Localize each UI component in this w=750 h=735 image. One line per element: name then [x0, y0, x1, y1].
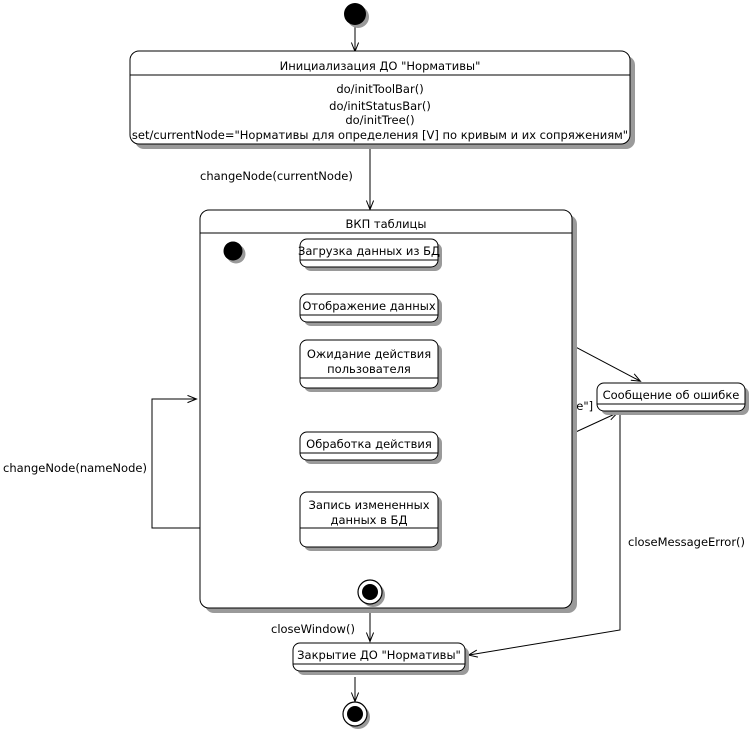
state-load-data[interactable]: Загрузка данных из БД [298, 238, 442, 271]
inner-final-state-node [357, 579, 385, 607]
edge-label-close-window: closeWindow() [271, 622, 355, 636]
process-action-title: Обработка действия [306, 437, 432, 451]
state-wait-user-action[interactable]: Ожидание действия пользователя [299, 339, 442, 392]
error-message-title: Сообщение об ошибке [603, 388, 740, 402]
state-show-data[interactable]: Отображение данных [299, 293, 442, 326]
show-data-title: Отображение данных [302, 299, 436, 313]
edge-label-change-node-name: changeNode(nameNode) [3, 461, 147, 475]
state-save-data[interactable]: Запись измененных данных в БД [299, 491, 442, 551]
edge-label-close-message-error: closeMessageError() [628, 535, 745, 549]
close-state-title: Закрытие ДО "Нормативы" [297, 648, 461, 662]
state-close[interactable]: Закрытие ДО "Нормативы" [292, 642, 469, 675]
save-data-title-line2: данных в БД [331, 513, 408, 527]
init-action-2: do/initTree() [345, 113, 414, 127]
initial-state-node [344, 3, 369, 28]
inner-initial-state-node [223, 241, 246, 264]
init-action-1: do/initStatusBar() [329, 99, 431, 113]
init-action-0: do/initToolBar() [336, 82, 423, 96]
edge-label-change-node-current: changeNode(currentNode) [200, 169, 353, 183]
wait-action-title-line2: пользователя [327, 362, 411, 376]
init-state-title: Инициализация ДО "Нормативы" [280, 59, 481, 73]
wait-action-title-line1: Ожидание действия [307, 347, 431, 361]
outer-final-state-node [342, 701, 370, 729]
state-init[interactable]: Инициализация ДО "Нормативы" do/initTool… [129, 50, 635, 149]
init-action-3: set/currentNode="Нормативы для определен… [132, 128, 628, 142]
state-process-action[interactable]: Обработка действия [299, 431, 442, 464]
edge-error-to-close [469, 410, 621, 655]
save-data-title-line1: Запись измененных [308, 498, 429, 512]
load-data-title: Загрузка данных из БД [298, 244, 440, 258]
state-error-message[interactable]: Сообщение об ошибке [596, 382, 749, 415]
state-composite-vkp-table[interactable]: ВКП таблицы [199, 209, 577, 613]
edge-change-node-name-loop [151, 399, 200, 529]
composite-title: ВКП таблицы [346, 217, 427, 231]
